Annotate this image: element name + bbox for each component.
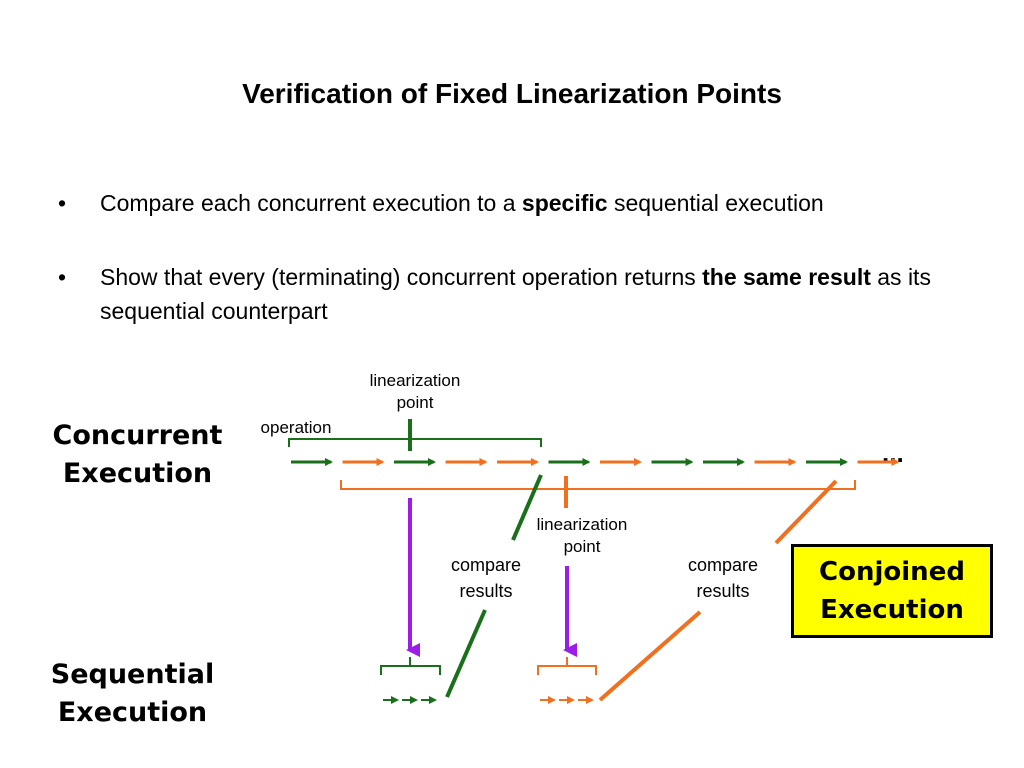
compare-line-green [511, 474, 543, 541]
bullet-list: • Compare each concurrent execution to a… [58, 186, 938, 368]
slide-title: Verification of Fixed Linearization Poin… [242, 78, 782, 109]
compare-line-green [445, 609, 487, 698]
linearization-point-label: linearization point [350, 370, 480, 414]
label-line: Sequential [50, 659, 215, 690]
label-line: Execution [820, 595, 964, 625]
sequential-execution-label: Sequential Execution [35, 656, 230, 732]
label-line: Conjoined [819, 557, 965, 587]
label-line: results [696, 581, 750, 601]
compare-results-label: compare results [426, 552, 546, 604]
label-line: compare [687, 555, 759, 575]
bullet-item: • Compare each concurrent execution to a… [58, 186, 938, 220]
label-line: Execution [57, 697, 208, 728]
bullet-dot: • [58, 264, 67, 290]
concurrent-execution-label: Concurrent Execution [40, 417, 235, 493]
label-line: Concurrent [52, 420, 223, 451]
label-line: point [396, 393, 434, 412]
bullet-dot: • [58, 190, 67, 216]
bullet-emphasis: specific [521, 190, 608, 216]
label-line: linearization [536, 515, 628, 534]
operation-bracket [288, 438, 542, 447]
label-line: compare [450, 555, 522, 575]
bullet-text: Compare each concurrent execution to a [100, 190, 522, 216]
sequential-bracket [537, 665, 597, 675]
linearization-point-label: linearization point [517, 514, 647, 558]
label-line: linearization [369, 371, 461, 390]
label-line: Execution [62, 458, 213, 489]
bullet-item: • Show that every (terminating) concurre… [58, 260, 938, 328]
conjoined-execution-box: Conjoined Execution [791, 544, 993, 638]
bullet-text: sequential execution [607, 190, 824, 216]
label-line: results [459, 581, 513, 601]
bullet-text: Show that every (terminating) concurrent… [100, 264, 703, 290]
operation-label: operation [260, 418, 332, 437]
bullet-emphasis: the same result [702, 264, 871, 290]
bullet-text: as its sequential counterpart [100, 264, 931, 324]
compare-results-label: compare results [663, 552, 783, 604]
operation-bracket [340, 480, 856, 490]
compare-line-orange [598, 610, 702, 702]
label-line: point [563, 537, 601, 556]
compare-line-orange [774, 479, 838, 545]
sequential-bracket [380, 665, 441, 675]
